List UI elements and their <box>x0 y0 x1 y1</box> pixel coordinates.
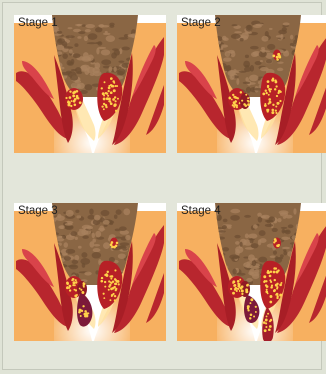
stage-2-label: Stage 2 <box>181 17 221 29</box>
figure-frame: Stage 1 Stage 2 Stage 3 Stage 4 <box>2 2 322 370</box>
stage-2-illustration <box>177 15 326 153</box>
stage-3-illustration <box>14 203 166 341</box>
stage-3-label: Stage 3 <box>18 205 58 217</box>
stage-4-illustration <box>177 203 326 341</box>
stage-3-panel: Stage 3 <box>14 203 166 341</box>
stage-1-panel: Stage 1 <box>14 15 166 153</box>
stage-1-illustration <box>14 15 166 153</box>
stage-4-panel: Stage 4 <box>177 203 326 341</box>
stage-1-label: Stage 1 <box>18 17 58 29</box>
stage-2-panel: Stage 2 <box>177 15 326 153</box>
stage-4-label: Stage 4 <box>181 205 221 217</box>
